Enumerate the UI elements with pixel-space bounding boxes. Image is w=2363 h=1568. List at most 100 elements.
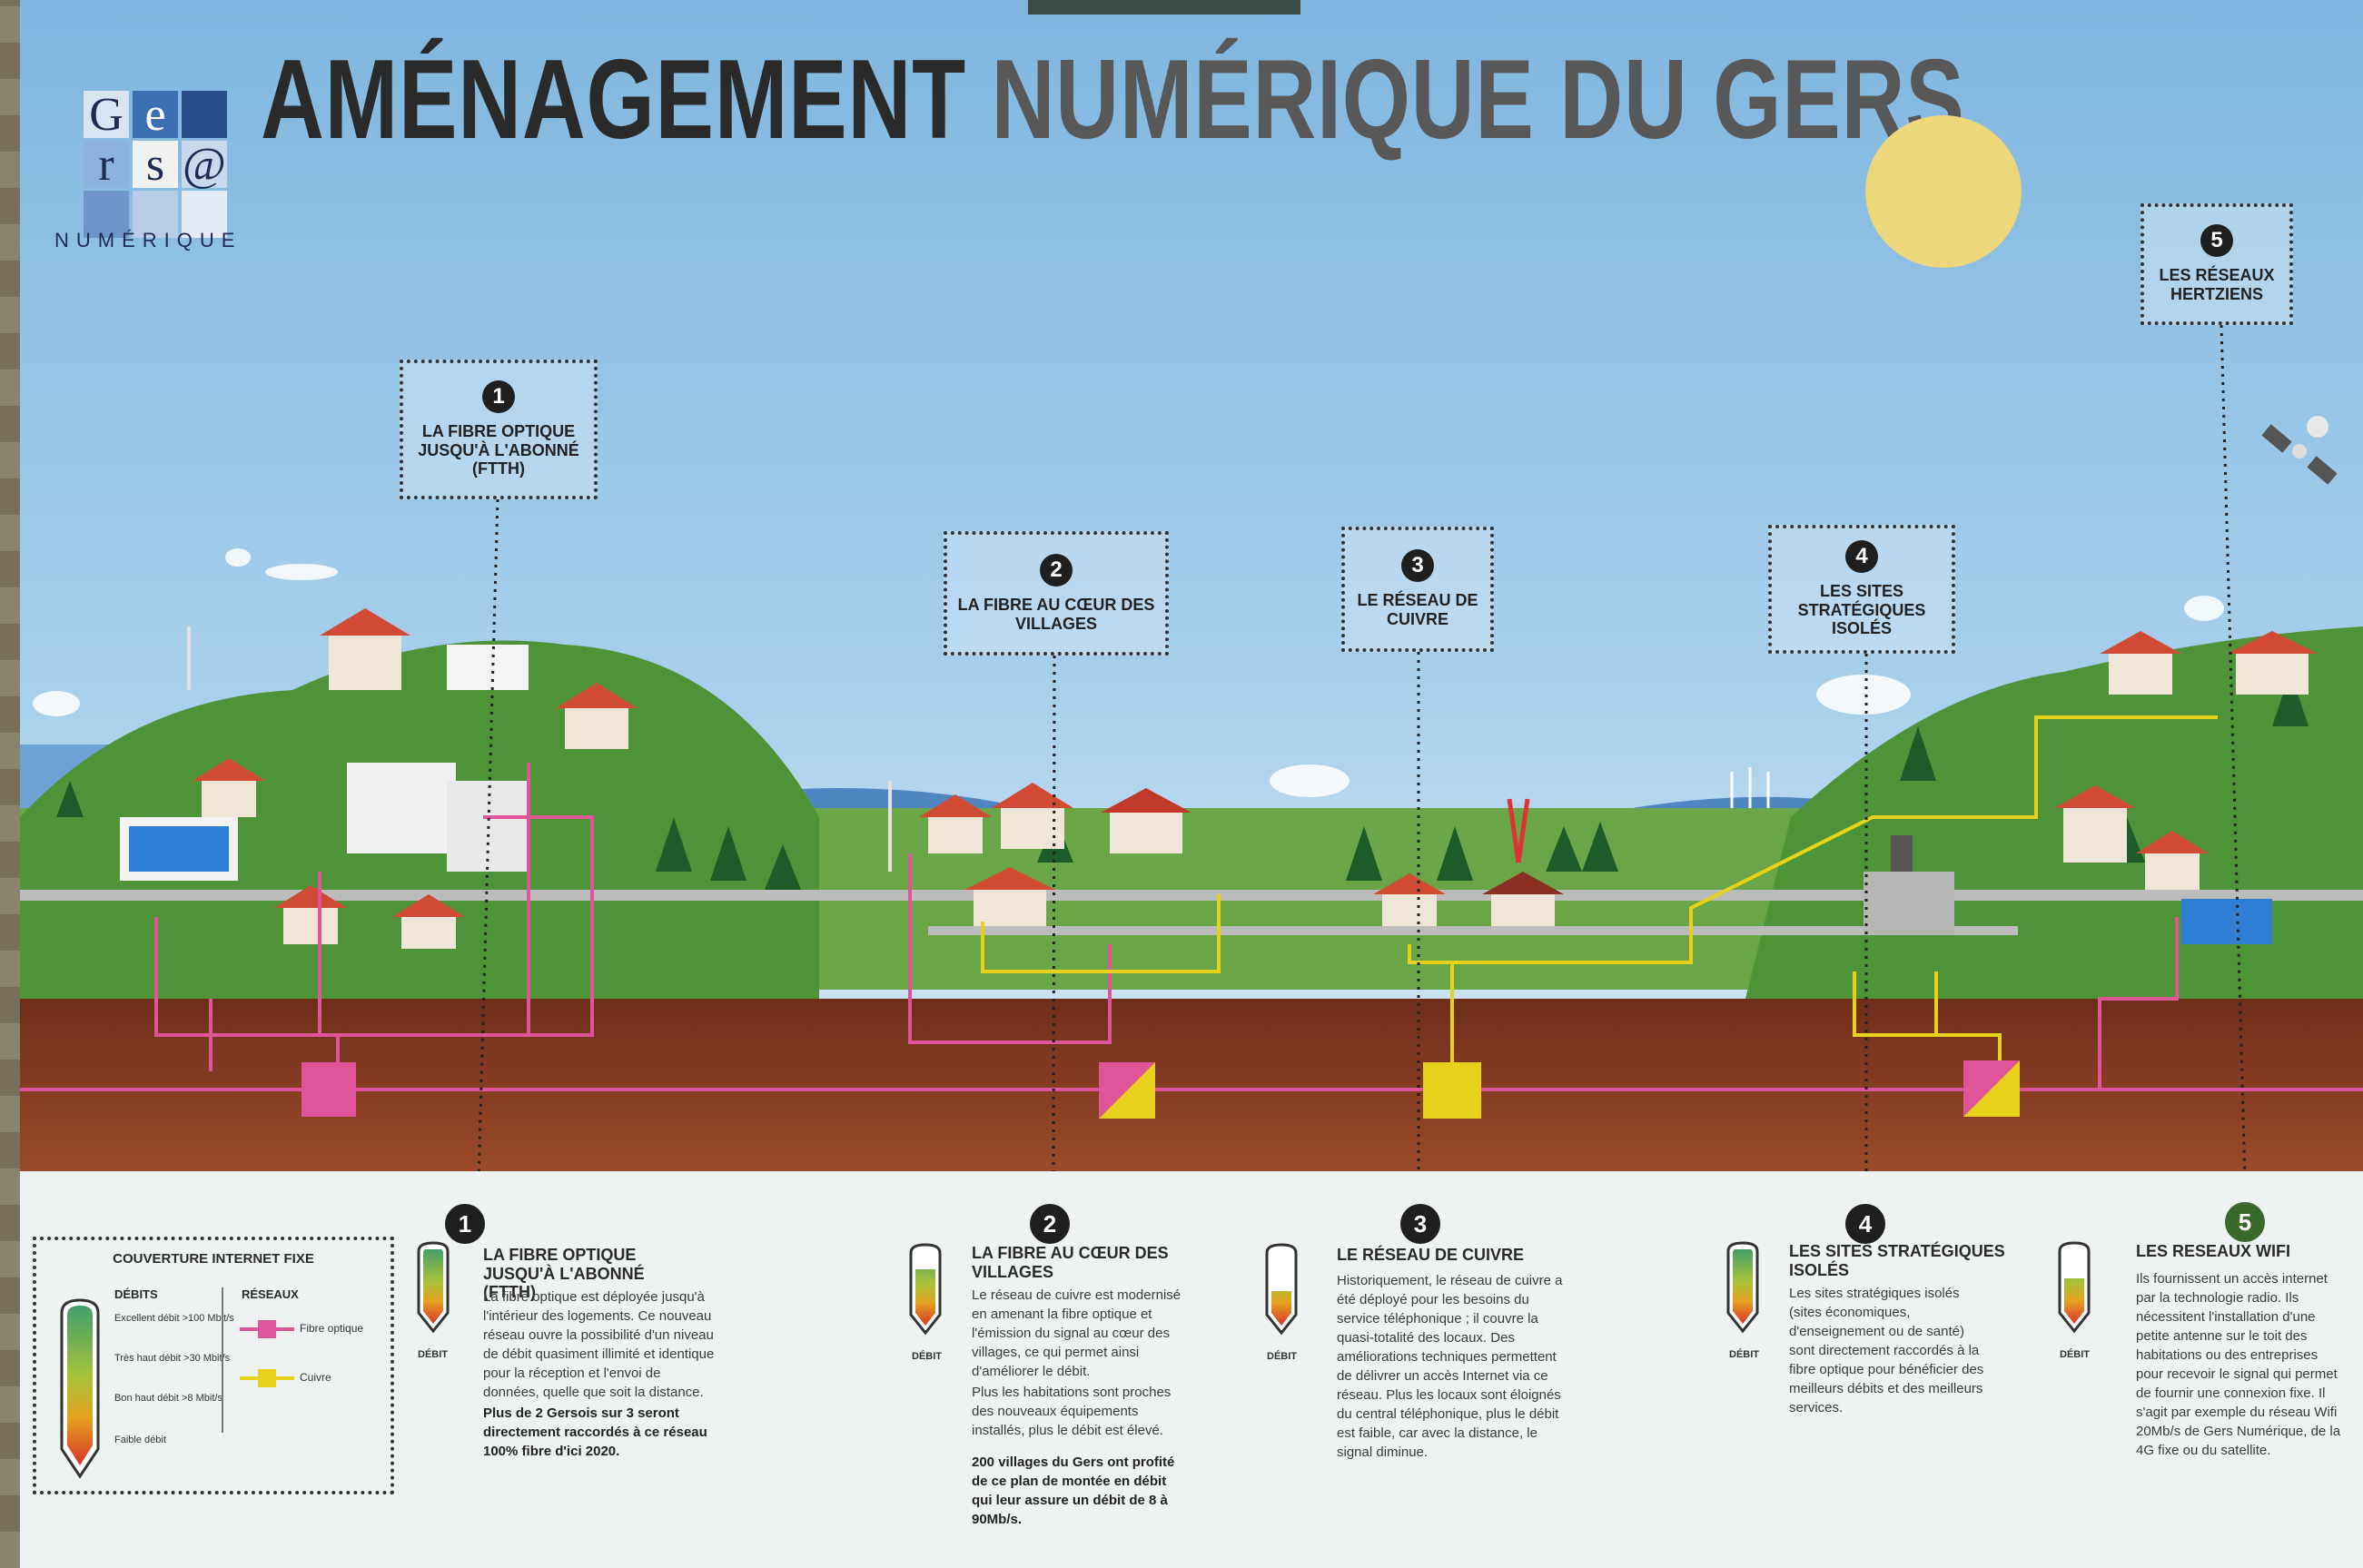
satellite	[2261, 416, 2338, 485]
section-title-2: LA FIBRE AU CŒUR DES VILLAGES	[972, 1244, 1169, 1281]
fiber-node-box	[302, 1062, 356, 1117]
mixed-node-box-village	[1099, 1062, 1155, 1119]
logo-letter: r	[84, 139, 129, 191]
section-paragraph: Les sites stratégiques isolés (sites éco…	[1789, 1286, 1984, 1415]
callout-label: LES SITES STRATÉGIQUES ISOLÉS	[1797, 581, 1926, 638]
section-paragraph: La fibre optique est déployée jusqu'à l'…	[483, 1289, 715, 1400]
section-text-2: Le réseau de cuivre est modernisé en ame…	[972, 1286, 1190, 1529]
section-number-2: 2	[1030, 1204, 1070, 1244]
clouds	[33, 548, 2224, 797]
debit-label: DÉBIT	[2060, 1349, 2090, 1360]
logo-tile	[182, 191, 227, 238]
houses-village	[919, 783, 1564, 926]
stone-wall-background	[0, 0, 20, 1568]
callout-number: 1	[482, 380, 515, 413]
gauge-fill	[2064, 1278, 2084, 1324]
callout-4: 4 LES SITES STRATÉGIQUES ISOLÉS	[1768, 525, 1955, 654]
legend-reseaux-title: RÉSEAUX	[242, 1287, 299, 1301]
callout-label: LA FIBRE OPTIQUE JUSQU'À L'ABONNÉ (FttH)	[418, 421, 579, 478]
board-hanger	[1028, 0, 1300, 15]
territory-illustration	[20, 324, 2363, 1171]
title-dark-part: AMÉNAGEMENT	[261, 37, 966, 163]
debit-label: DÉBIT	[912, 1351, 942, 1362]
callout-label: LES RÉSEAUX HERTZIENS	[2159, 266, 2275, 303]
roads	[20, 890, 2363, 935]
section-number-5: 5	[2225, 1202, 2265, 1242]
copper-network	[981, 715, 2218, 1080]
callout-1: 1 LA FIBRE OPTIQUE JUSQU'À L'ABONNÉ (Ftt…	[400, 360, 598, 499]
callout-number: 3	[1401, 549, 1434, 583]
callout-3: 3 LE RÉSEAU DE CUIVRE	[1341, 527, 1494, 652]
houses-right	[1864, 631, 2318, 944]
legend-network-swatches	[240, 1320, 294, 1387]
wind-turbines	[1730, 767, 1770, 808]
debit-label: DÉBIT	[1267, 1351, 1297, 1362]
gauge-fill	[1271, 1291, 1291, 1326]
debit-gauge-1	[417, 1241, 450, 1334]
section-paragraph: Historiquement, le réseau de cuivre a ét…	[1337, 1273, 1563, 1460]
legend-level-bon: Bon haut débit >8 Mbit/s	[114, 1393, 222, 1404]
gers-numerique-logo: G e r s @	[56, 50, 256, 259]
legend-network-cuivre: Cuivre	[300, 1371, 331, 1384]
callout-number: 2	[1040, 553, 1073, 587]
gauge-fill	[915, 1269, 935, 1326]
section-title-5: LES RESEAUX WIFI	[2136, 1242, 2291, 1260]
leader-lines	[477, 324, 2247, 1171]
section-number-1: 1	[445, 1204, 485, 1244]
legend-level-tres-haut: Très haut débit >30 Mbit/s	[114, 1353, 231, 1364]
debit-gauge-5	[2058, 1241, 2091, 1334]
section-title-4: LES SITES STRATÉGIQUES ISOLÉS	[1789, 1242, 2005, 1279]
legend-title: COUVERTURE INTERNET FIXE	[113, 1251, 314, 1267]
debit-gauge-2	[909, 1243, 942, 1336]
debit-label: DÉBIT	[1729, 1349, 1759, 1360]
mixed-node-box-strategic	[1963, 1060, 2020, 1117]
legend-level-excellent: Excellent débit >100 Mbit/s	[114, 1313, 234, 1324]
section-paragraph: Ils fournissent un accès internet par la…	[2136, 1271, 2341, 1458]
legend-divider	[222, 1287, 223, 1433]
section-text-1: La fibre optique est déployée jusqu'à l'…	[483, 1287, 719, 1461]
logo-tile	[182, 91, 227, 138]
page-title: AMÉNAGEMENT NUMÉRIQUE DU GERS	[261, 44, 1965, 156]
section-text-3: Historiquement, le réseau de cuivre a ét…	[1337, 1271, 1564, 1462]
gauge-fill	[1733, 1249, 1753, 1324]
callout-label: LA FIBRE AU CŒUR DES VILLAGES	[957, 595, 1155, 633]
section-number-3: 3	[1400, 1204, 1440, 1244]
logo-at-sign: @	[182, 138, 227, 191]
section-title-3: LE RÉSEAU DE CUIVRE	[1337, 1246, 1525, 1264]
section-text-4: Les sites stratégiques isolés (sites éco…	[1789, 1284, 1991, 1417]
info-panel: COUVERTURE INTERNET FIXE DÉBITS RÉSEAUX …	[20, 1171, 2363, 1568]
houses-left	[120, 608, 638, 949]
callout-2: 2 LA FIBRE AU CŒUR DES VILLAGES	[944, 531, 1169, 656]
fiber-network	[20, 763, 2363, 1091]
legend-level-faible: Faible débit	[114, 1435, 166, 1445]
section-highlight: Plus de 2 Gersois sur 3 seront directeme…	[483, 1405, 707, 1459]
section-title-1: LA FIBRE OPTIQUE JUSQU'À L'ABONNÉ (FttH)	[483, 1246, 645, 1302]
logo-subtitle: NUMÉRIQUE	[54, 229, 242, 251]
debit-gauge-4	[1726, 1241, 1759, 1334]
logo-letter: e	[133, 89, 178, 141]
callout-number: 5	[2200, 224, 2233, 258]
pylon	[1507, 798, 1530, 863]
callout-label: LE RÉSEAU DE CUIVRE	[1357, 591, 1478, 628]
copper-node-box	[1423, 1062, 1481, 1119]
section-highlight: 200 villages du Gers ont profité de ce p…	[972, 1455, 1175, 1527]
section-number-4: 4	[1845, 1204, 1885, 1244]
section-paragraph: Plus les habitations sont proches des no…	[972, 1385, 1172, 1438]
sun-illustration	[1865, 115, 2022, 268]
logo-tile	[84, 191, 129, 238]
logo-letter: s	[133, 139, 178, 191]
legend-debits-title: DÉBITS	[114, 1287, 158, 1301]
title-light-part: NUMÉRIQUE DU GERS	[991, 37, 1965, 163]
antennas	[187, 626, 892, 872]
debit-label: DÉBIT	[418, 1349, 448, 1360]
section-paragraph: Le réseau de cuivre est modernisé en ame…	[972, 1287, 1182, 1379]
information-board: G e r s @ NUMÉRIQUE AMÉNAGEMENT NUMÉRIQU…	[20, 0, 2363, 1568]
legend-network-fibre: Fibre optique	[300, 1322, 364, 1335]
section-text-5: Ils fournissent un accès internet par la…	[2136, 1269, 2343, 1460]
gauge-fill	[423, 1249, 443, 1324]
debit-gauge-3	[1265, 1243, 1298, 1336]
logo-letter: G	[84, 89, 129, 141]
logo-tile	[133, 191, 178, 238]
callout-5: 5 LES RÉSEAUX HERTZIENS	[2141, 203, 2293, 325]
legend-gauge	[60, 1298, 100, 1479]
